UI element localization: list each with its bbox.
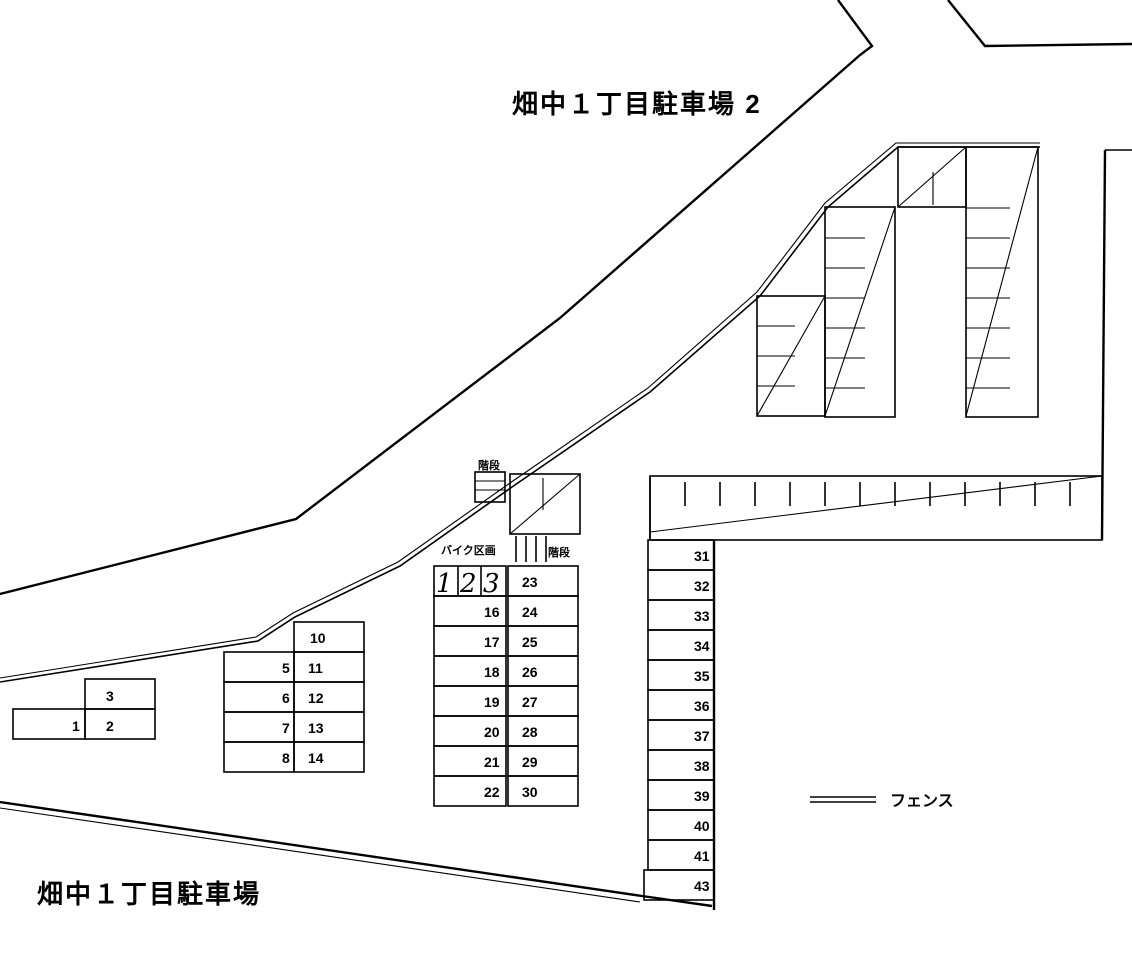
space-18: 18 — [484, 664, 500, 680]
bike-slot-1: 1 — [436, 569, 453, 599]
space-43: 43 — [694, 878, 710, 894]
horizontal-strip — [649, 475, 1103, 541]
space-31: 31 — [694, 548, 710, 564]
space-37: 37 — [694, 728, 710, 744]
site-boundary — [0, 0, 1132, 908]
space-30: 30 — [522, 784, 538, 800]
space-28: 28 — [522, 724, 538, 740]
space-40: 40 — [694, 818, 710, 834]
space-16: 16 — [484, 604, 500, 620]
stairs-box — [509, 473, 581, 535]
upper-right-structure — [756, 146, 1039, 418]
space-13: 13 — [308, 720, 324, 736]
stairs-top-label: 階段 — [478, 458, 500, 472]
space-14: 14 — [308, 750, 324, 766]
space-27: 27 — [522, 694, 538, 710]
space-17: 17 — [484, 634, 500, 650]
space-41: 41 — [694, 848, 710, 864]
space-29: 29 — [522, 754, 538, 770]
space-34: 34 — [694, 638, 710, 654]
space-35: 35 — [694, 668, 710, 684]
space-6: 6 — [282, 690, 290, 706]
stairs-mid — [515, 536, 547, 562]
space-25: 25 — [522, 634, 538, 650]
space-5: 5 — [282, 660, 290, 676]
space-group-31-43: 31 32 33 34 35 36 37 38 39 40 41 43 — [643, 539, 716, 910]
bike-slots: 1 2 3 — [433, 565, 507, 599]
space-38: 38 — [694, 758, 710, 774]
space-12: 12 — [308, 690, 324, 706]
lot2-title: 畑中１丁目駐車場 2 — [512, 89, 762, 119]
bike-area-label: バイク区画 — [441, 544, 496, 557]
bike-slot-2: 2 — [459, 569, 477, 599]
space-39: 39 — [694, 788, 710, 804]
stairs-top — [474, 471, 506, 503]
legend-fence: フェンス — [810, 793, 954, 810]
space-21: 21 — [484, 754, 500, 770]
space-26: 26 — [522, 664, 538, 680]
legend-fence-label: フェンス — [890, 793, 954, 810]
space-group-16-30: 16 17 18 19 20 21 22 23 24 25 26 27 28 2… — [433, 565, 579, 807]
space-1: 1 — [72, 718, 80, 734]
space-group-1-3: 1 2 3 — [12, 678, 156, 740]
bike-slot-3: 3 — [483, 569, 500, 599]
space-3: 3 — [106, 688, 114, 704]
space-7: 7 — [282, 720, 290, 736]
space-11: 11 — [308, 660, 323, 676]
space-22: 22 — [484, 784, 500, 800]
lot1-title: 畑中１丁目駐車場 — [37, 879, 261, 909]
space-24: 24 — [522, 604, 538, 620]
space-8: 8 — [282, 750, 290, 766]
space-20: 20 — [484, 724, 500, 740]
space-32: 32 — [694, 578, 710, 594]
space-23: 23 — [522, 574, 538, 590]
space-19: 19 — [484, 694, 500, 710]
space-10: 10 — [310, 630, 326, 646]
stairs-mid-label: 階段 — [548, 545, 570, 559]
space-2: 2 — [106, 718, 114, 734]
space-33: 33 — [694, 608, 710, 624]
space-36: 36 — [694, 698, 710, 714]
space-group-5-14: 10 5 6 7 8 11 12 13 14 — [223, 621, 365, 773]
